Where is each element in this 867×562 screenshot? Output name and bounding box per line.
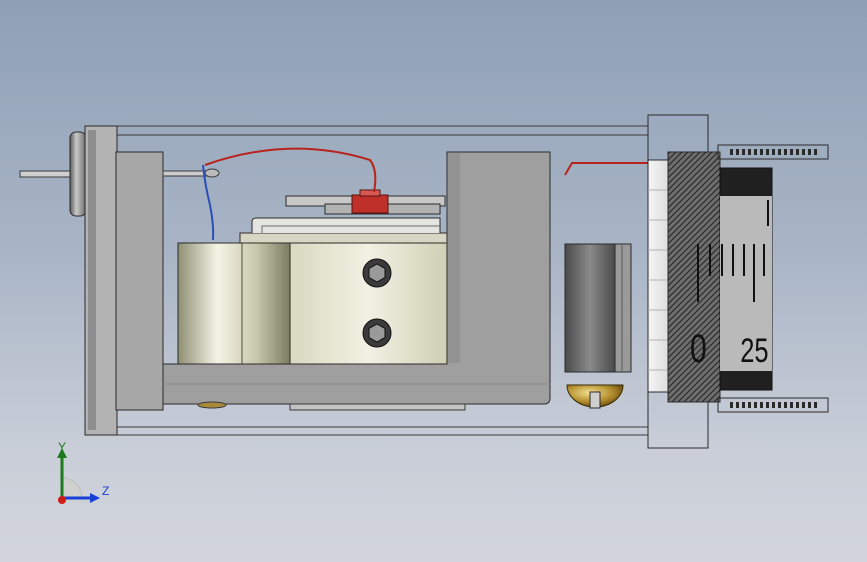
top-bar	[162, 168, 220, 178]
magnet-assembly	[177, 217, 448, 365]
scale-label-25: 25	[740, 333, 768, 370]
axis-y-label: Y	[58, 440, 67, 454]
sensor-disk	[285, 189, 446, 215]
blue-wire	[202, 164, 215, 241]
hex-screw-bottom	[362, 318, 392, 348]
main-body	[115, 151, 551, 411]
end-plate	[84, 125, 118, 436]
housing-outline	[115, 125, 648, 436]
knurled-thimble[interactable]	[667, 144, 829, 413]
thimble-scale	[697, 200, 769, 302]
contact-pad	[566, 384, 624, 409]
hex-screw-top	[362, 258, 392, 288]
scale-label-zero: 0	[690, 327, 707, 371]
base-plate	[197, 401, 466, 411]
coordinate-triad: Y Z	[40, 440, 120, 510]
shaft-pin	[19, 131, 87, 217]
origin-dot	[58, 496, 66, 504]
axis-z-label: Z	[102, 484, 110, 498]
triad-graphic	[57, 448, 100, 504]
coil-block	[564, 243, 632, 373]
